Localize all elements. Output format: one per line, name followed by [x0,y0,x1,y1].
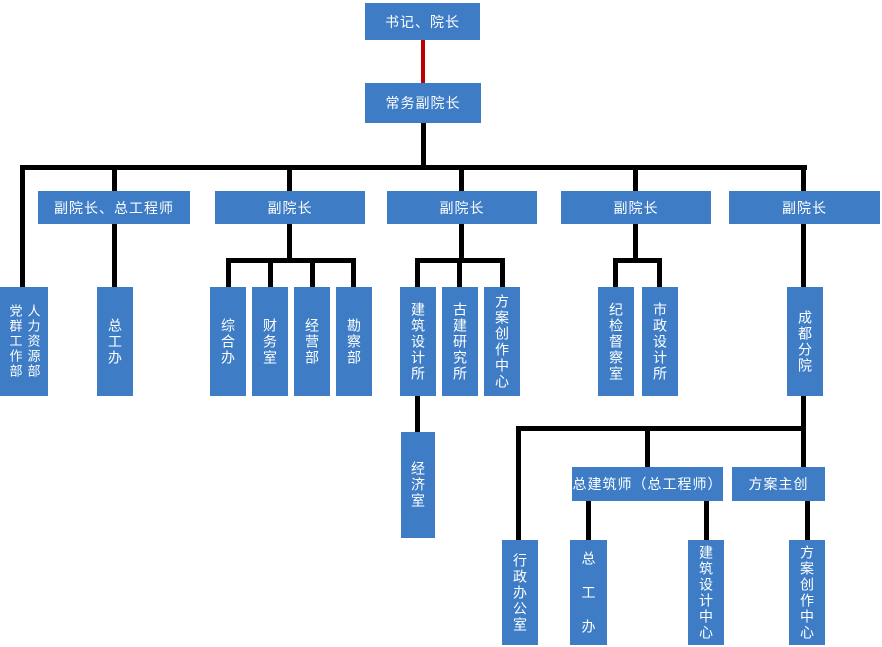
connector-chiefarch-drop2 [704,499,709,542]
connector-branch2-horizontal [226,258,356,263]
connector-drop-vp1 [112,165,117,193]
node-finance-office: 财务室 [252,287,288,396]
connector-root-to-executive-red [421,38,425,85]
node-ancient-arch-institute: 古建研究所 [442,287,478,396]
connector-branch3-drop1 [415,258,420,289]
connector-vp3-down [459,222,464,263]
node-root: 书记、院长 [365,3,480,40]
node-survey-dept: 勘察部 [336,287,372,396]
connector-drop-vp5 [801,165,806,193]
connector-schemechief-drop [805,499,810,542]
node-municipal-design-institute: 市政设计所 [642,287,678,396]
node-arch-design-institute: 建筑设计所 [400,287,436,396]
connector-economy-office [415,394,420,434]
connector-branch3-drop2 [457,258,462,289]
node-party-mass-and-hr: 党群工作部 人力资源部 [0,287,48,396]
node-arch-design-center: 建筑设计中心 [688,540,724,645]
connector-branch4-drop1 [613,258,618,289]
connector-drop-admin-office [516,426,521,542]
connector-drop-vp2 [287,165,292,193]
node-party-mass-dept: 党群工作部 [7,304,23,379]
node-vp3: 副院长 [387,191,537,224]
connector-executive-down [421,121,426,170]
node-scheme-creation-center-1: 方案创作中心 [484,287,520,396]
connector-chengdu-down [801,394,806,431]
connector-drop-vp4 [633,165,638,193]
connector-branch3-drop3 [500,258,505,289]
node-discipline-inspection-office: 纪检督察室 [598,287,634,396]
connector-drop-scheme-chief [801,426,806,469]
node-general-office: 综合办 [210,287,246,396]
connector-branch2-drop4 [351,258,356,289]
node-hr-dept: 人力资源部 [25,304,41,379]
connector-branch4-horizontal [613,258,662,263]
node-executive-vp: 常务副院长 [365,83,481,123]
node-scheme-creation-center-2: 方案创作中心 [789,540,825,645]
node-chief-engineer-office-chengdu: 总 工 办 [570,540,607,645]
node-chengdu-branch: 成都分院 [787,287,823,396]
node-vp2: 副院长 [215,191,365,224]
connector-vp4-down [633,222,638,263]
connector-branch2-drop3 [310,258,315,289]
connector-main-horizontal [20,165,807,170]
node-business-dept: 经营部 [294,287,330,396]
node-scheme-chief-creator: 方案主创 [732,467,825,501]
connector-vp2-down [287,222,292,263]
connector-vp1-down [112,222,117,289]
connector-drop-vp3 [459,165,464,193]
connector-chengdu-horizontal [516,426,806,431]
node-vp4: 副院长 [561,191,711,224]
connector-branch2-drop1 [226,258,231,289]
connector-branch4-drop2 [657,258,662,289]
node-vp-chief-engineer: 副院长、总工程师 [38,191,190,224]
node-chief-engineer-office: 总工办 [97,287,133,396]
node-chief-architect: 总建筑师（总工程师） [572,467,723,501]
node-admin-office: 行政办公室 [502,540,538,645]
connector-drop-chief-architect [645,426,650,469]
connector-branch2-drop2 [268,258,273,289]
connector-drop-far-left [20,165,25,289]
node-economy-office: 经济室 [401,432,435,538]
node-vp5: 副院长 [729,191,880,224]
connector-vp5-down [801,222,806,289]
connector-chiefarch-drop1 [586,499,591,542]
